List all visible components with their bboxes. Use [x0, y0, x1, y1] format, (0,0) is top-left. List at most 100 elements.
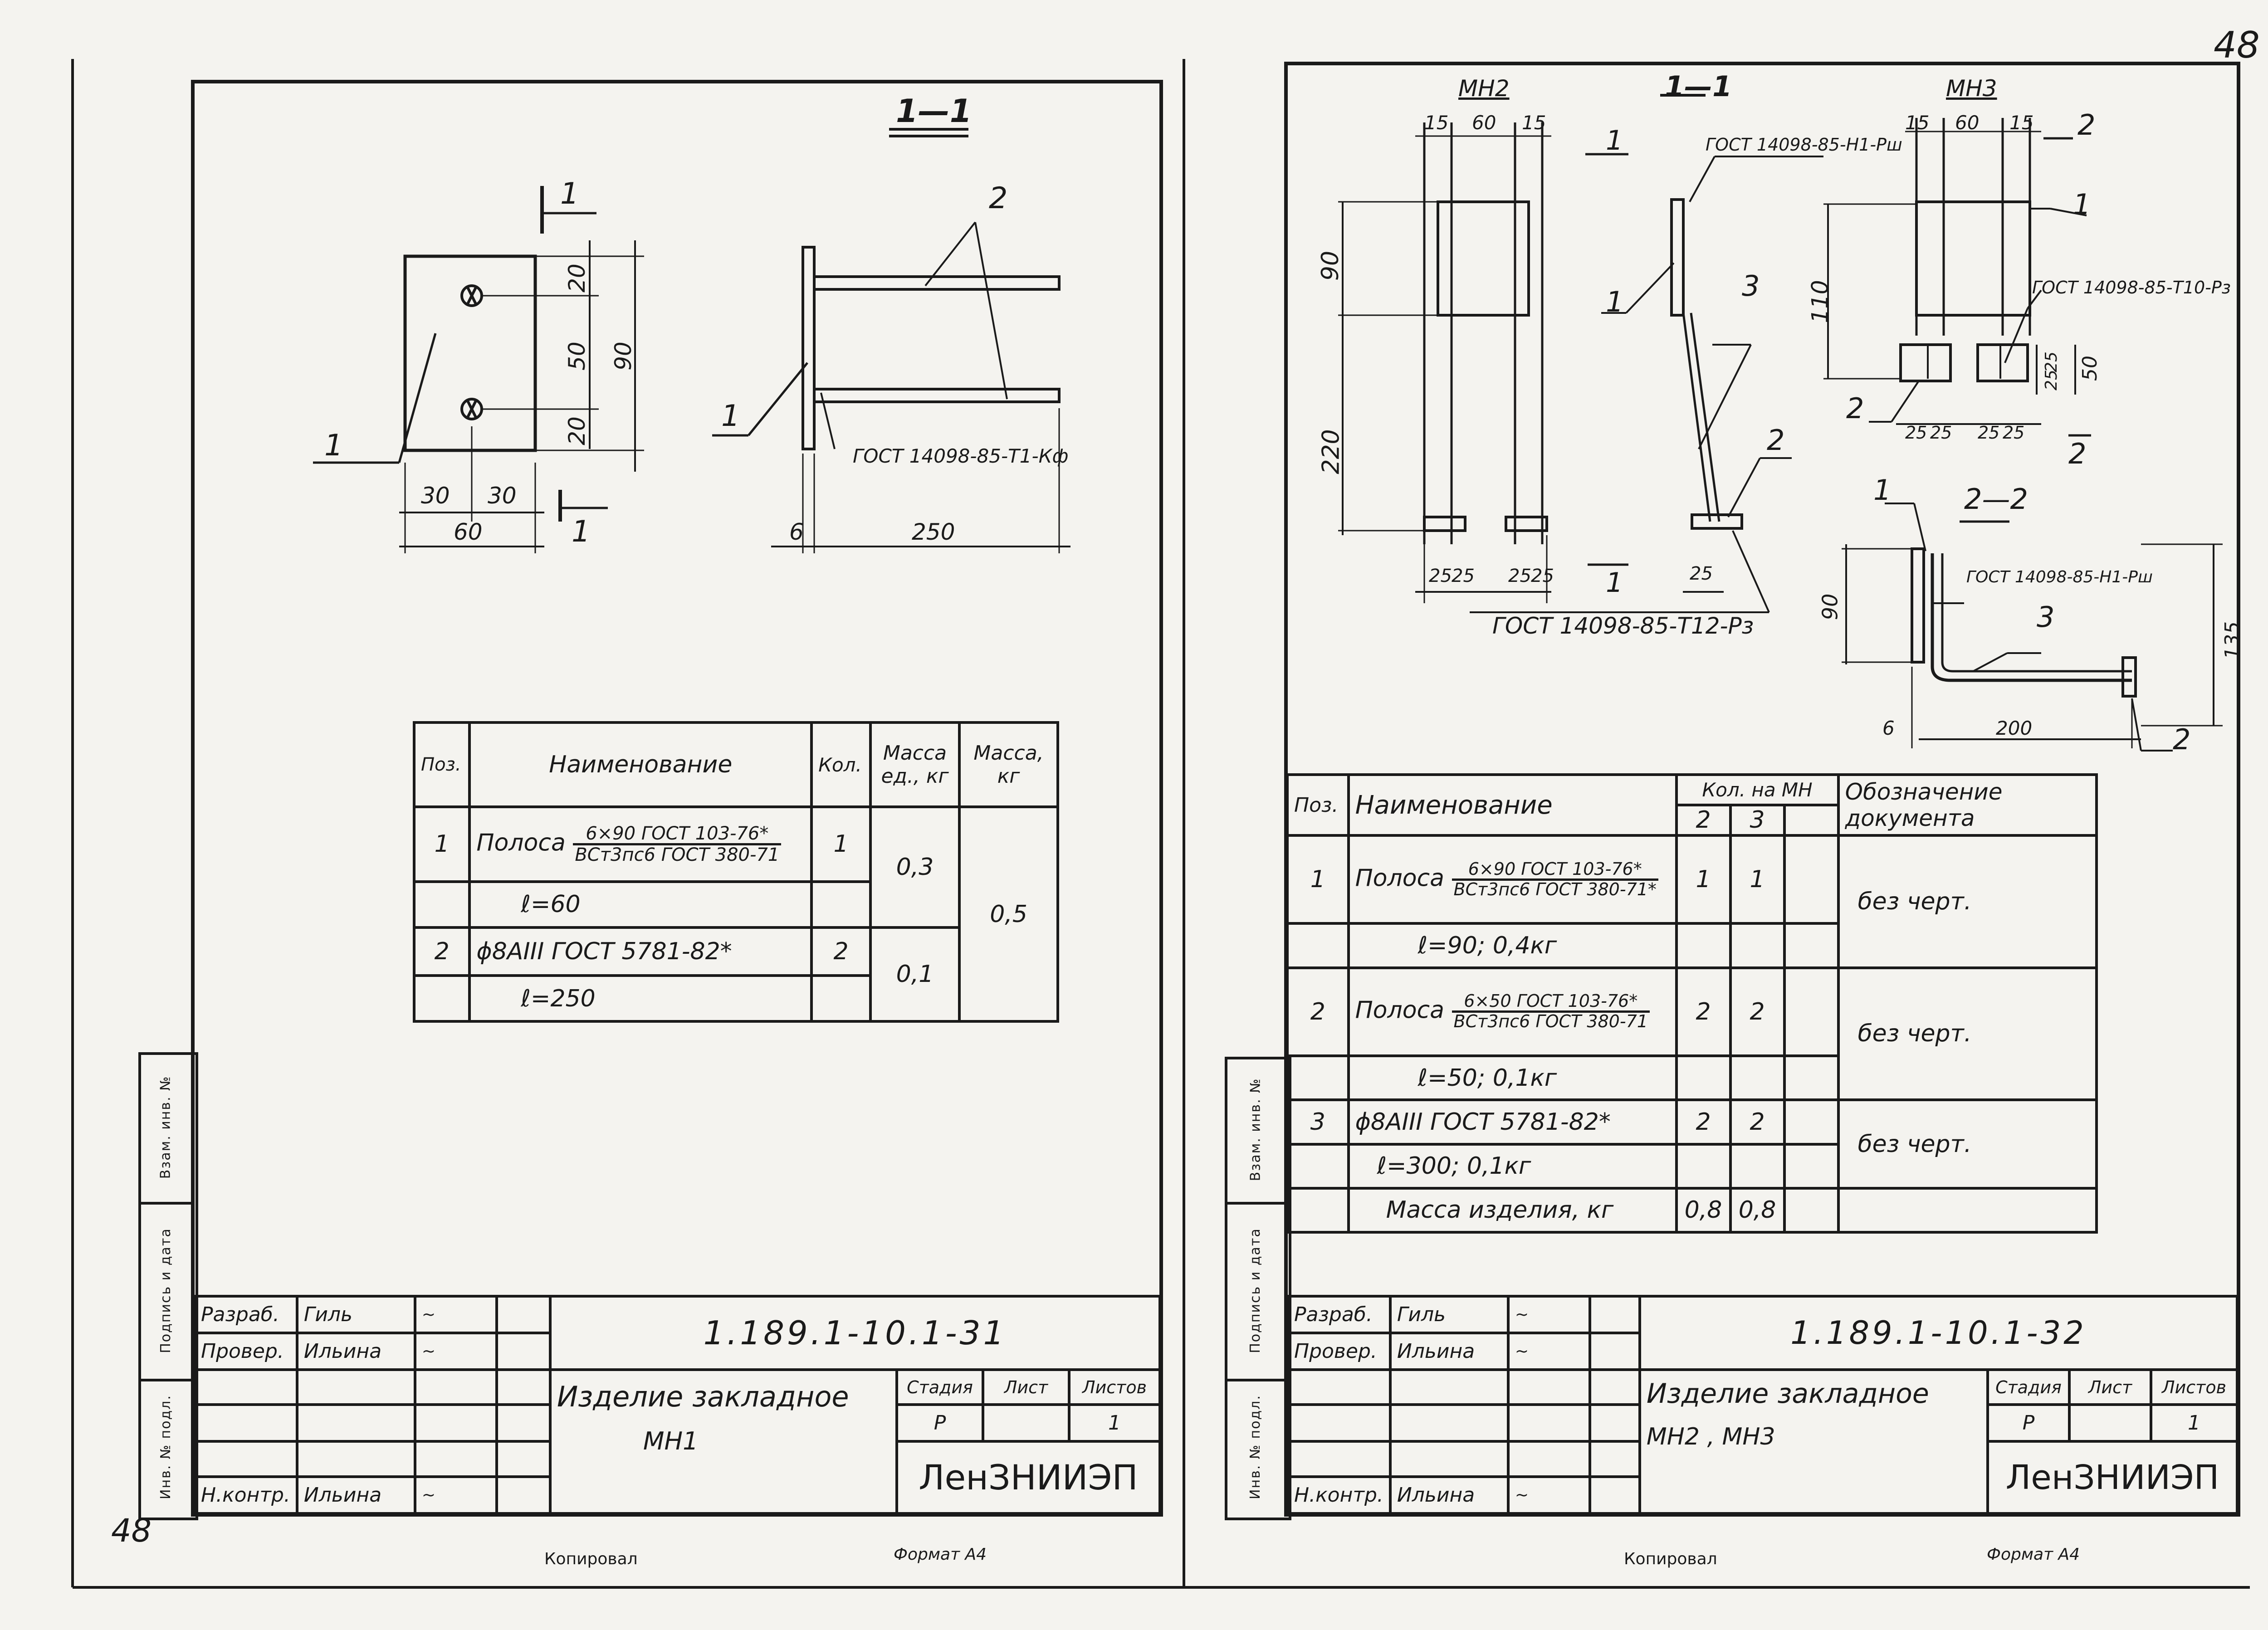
cell-name: ϕ8АIII ГОСТ 5781-82*	[1347, 1098, 1678, 1146]
mn3-cut-bottom: 2	[2068, 437, 2087, 470]
col-name: Наименование	[1347, 773, 1678, 837]
mn3-d110: 110	[1807, 280, 1833, 323]
cell-q2: 2	[1675, 1098, 1732, 1146]
mn3-d60: 60	[1955, 112, 1980, 134]
cell-mass: 0,5	[958, 805, 1059, 1023]
item-prefix: Полоса	[476, 829, 566, 857]
table-row: Масса изделия, кг 0,8 0,8	[1286, 1186, 2098, 1234]
sec22-d90: 90	[1818, 593, 1843, 620]
cell-q3: 2	[1729, 1098, 1786, 1146]
tb-mark: МН2 , МН3	[1646, 1423, 1775, 1450]
cell-name: ℓ=250	[468, 974, 813, 1023]
cell-q2: 0,8	[1675, 1186, 1732, 1234]
sec22-p2: 2	[2173, 723, 2191, 756]
cell-pos: 1	[412, 805, 471, 883]
item-fraction: 6×50 ГОСТ 103-76* ВСт3пс6 ГОСТ 380-71	[1452, 992, 1650, 1031]
cell-name: Полоса 6×50 ГОСТ 103-76* ВСт3пс6 ГОСТ 38…	[1347, 966, 1678, 1058]
tb-name: Ильина	[1388, 1331, 1510, 1371]
frac-top: 6×90 ГОСТ 103-76*	[573, 824, 782, 845]
mn2-cut-top: 1	[1606, 125, 1623, 156]
r-sec11-d25: 25	[1690, 563, 1713, 584]
footer-format-right: Формат А4	[1987, 1545, 2080, 1564]
sec-pos1-label: 1	[721, 399, 740, 433]
col-pos: Поз.	[1286, 773, 1350, 837]
tb-stage-label: Стадия	[895, 1368, 984, 1406]
sec22-p1: 1	[1873, 473, 1892, 507]
mn2-d90: 90	[1317, 250, 1344, 281]
cell-q3: 0,8	[1729, 1186, 1786, 1234]
left-pos1-label: 1	[324, 429, 343, 463]
tb-title-cell: Изделие закладное МН2 , МН3	[1638, 1368, 1989, 1515]
tb-role: Разраб.	[193, 1295, 298, 1334]
cell-pos: 2	[412, 926, 471, 977]
table-row: 2 Полоса 6×50 ГОСТ 103-76* ВСт3пс6 ГОСТ …	[1286, 966, 2098, 1102]
right-stamp-cell: Подпись и дата	[1225, 1202, 1286, 1381]
mn3-d15a: 15	[1905, 112, 1930, 134]
table-row: 1 Полоса 6×90 ГОСТ 103-76* ВСт3пс6 ГОСТ …	[1286, 834, 2098, 969]
cell-pos: 1	[1286, 834, 1350, 925]
table-row: ℓ=250	[412, 974, 1058, 1023]
tb-sheets: 1	[1068, 1403, 1161, 1443]
tb-code: 1.189.1-10.1-32	[1638, 1295, 2239, 1371]
dim-20a: 20	[563, 264, 590, 293]
table-row: 3 ϕ8АIII ГОСТ 5781-82* 2 2 без черт.	[1286, 1098, 2098, 1190]
col-name: Наименование	[468, 721, 813, 808]
table-row: 1 Полоса 6×90 ГОСТ 103-76* ВСт3пс6 ГОСТ …	[412, 805, 1059, 1023]
mn2-d25a: 25	[1429, 566, 1452, 586]
label-mn3: МН3	[1946, 75, 1997, 102]
sec-dim-6: 6	[789, 519, 804, 545]
right-stamp-cell: Взам. инв. №	[1225, 1057, 1286, 1205]
mn3-d50: 50	[2078, 356, 2102, 381]
cell-name: ℓ=50; 0,1кг	[1347, 1054, 1678, 1102]
mn2-d25b: 25	[1452, 566, 1475, 586]
footer-format-left: Формат А4	[894, 1545, 987, 1564]
cell-name: ℓ=90; 0,4кг	[1347, 922, 1678, 969]
mn2-cut-bottom: 1	[1606, 567, 1623, 599]
right-stamp-cell: Инв. № подл.	[1247, 1394, 1263, 1499]
mn3-b25a: 25	[1905, 423, 1927, 443]
col-q3: 3	[1729, 803, 1786, 837]
frac-bottom: ВСт3пс6 ГОСТ 380-71	[575, 844, 780, 865]
cell-name: ℓ=60	[468, 880, 813, 929]
table-row: ℓ=90; 0,4кг	[1286, 922, 2097, 969]
cell-mass-unit: 0,1	[869, 926, 961, 1023]
r-sec11-p3: 3	[1742, 269, 1760, 303]
col-q2: 2	[1675, 803, 1732, 837]
tb-sheets: 1	[2150, 1403, 2239, 1443]
dim-30a: 30	[421, 483, 450, 509]
tb-org: ЛенЗНИИЭП	[895, 1440, 1161, 1515]
tb-name: Гиль	[1388, 1295, 1510, 1334]
col-pos: Поз.	[412, 721, 471, 808]
cell-doc: без черт.	[1837, 1098, 2098, 1190]
col-mass-unit: Масса ед., кг	[869, 721, 961, 808]
left-stamp-cell: Подпись и дата	[138, 1202, 193, 1381]
cell-qty: 2	[810, 926, 872, 977]
item-prefix: Полоса	[1355, 996, 1444, 1024]
left-section-title: 1—1	[896, 93, 972, 130]
r-sec11-weld-bot: ГОСТ 14098-85-Т12-Рз	[1492, 613, 1754, 639]
tb-sheets-label: Листов	[2150, 1368, 2239, 1406]
mn3-b25c: 25	[1978, 423, 2000, 443]
label-sec11: 1—1	[1665, 70, 1732, 103]
left-side-stamp	[138, 1052, 198, 1520]
right-side-stamp	[1225, 1057, 1291, 1520]
sec-weld-label: ГОСТ 14098-85-Т1-Кф	[853, 445, 1069, 467]
label-sec22: 2—2	[1964, 483, 2028, 516]
col-qty: Кол. на МН	[1675, 773, 1840, 806]
tb-title: Изделие закладное	[1646, 1377, 1929, 1410]
cell-name: ℓ=300; 0,1кг	[1347, 1142, 1678, 1190]
sec22-weld: ГОСТ 14098-85-Н1-Рш	[1966, 568, 2153, 586]
right-title-block: Разраб. Гиль ~ 1.189.1-10.1-32 Провер. И…	[1286, 1295, 2239, 1515]
cell-name: Полоса 6×90 ГОСТ 103-76* ВСт3пс6 ГОСТ 38…	[468, 805, 813, 883]
mn2-d25d: 25	[1531, 566, 1554, 586]
r-sec11-weld-top: ГОСТ 14098-85-Н1-Рш	[1706, 135, 1902, 155]
cut-mark-top: 1	[560, 177, 579, 211]
dim-20b: 20	[563, 416, 590, 445]
cell-pos: 2	[1286, 966, 1350, 1058]
tb-sheet-label: Лист	[2068, 1368, 2152, 1406]
tb-org: ЛенЗНИИЭП	[1986, 1440, 2239, 1515]
label-mn2: МН2	[1458, 75, 1510, 102]
cell-q3: 1	[1729, 834, 1786, 925]
mn3-b25d: 25	[2003, 423, 2025, 443]
